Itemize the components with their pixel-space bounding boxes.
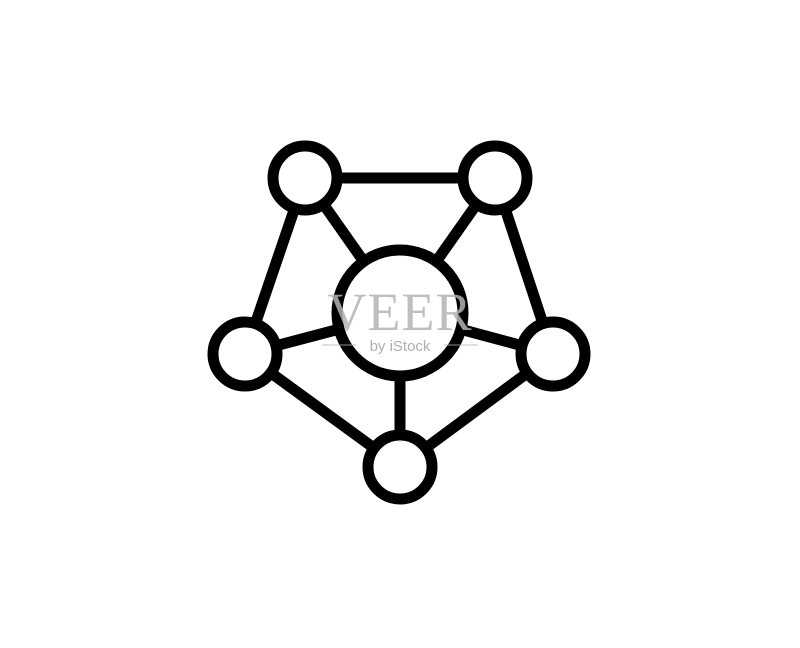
- hub-node: [331, 244, 469, 382]
- watermark-brand: VEER: [328, 282, 473, 342]
- node-right: [515, 316, 591, 392]
- node-left: [207, 316, 283, 392]
- watermark-byline: by iStock: [370, 338, 431, 355]
- node-bottom: [362, 429, 438, 505]
- node-top-left: [267, 140, 343, 216]
- node-top-right: [457, 140, 533, 216]
- watermark: VEER by iStock: [322, 282, 478, 355]
